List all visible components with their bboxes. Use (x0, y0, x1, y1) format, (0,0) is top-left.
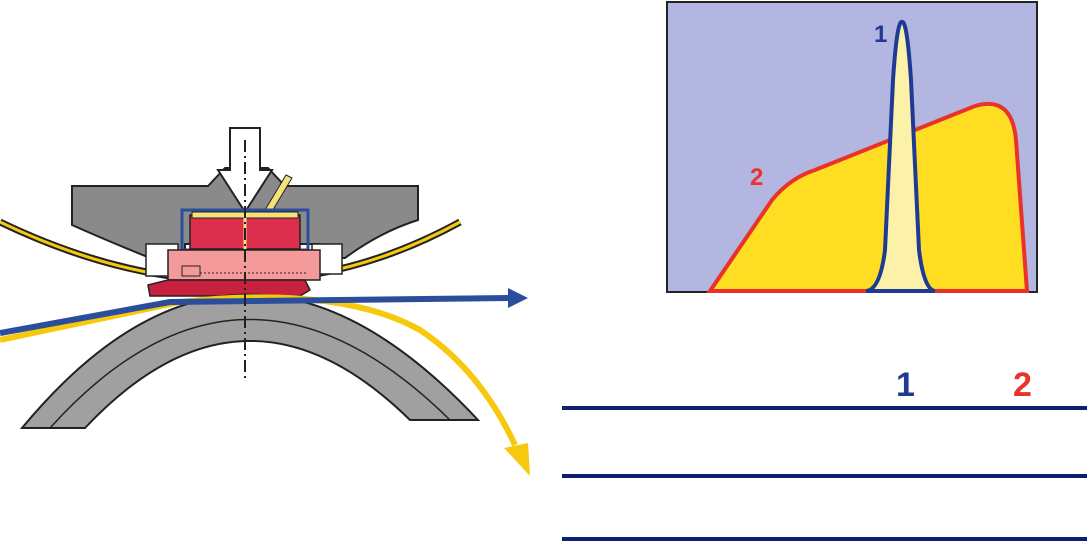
blue-strip (0, 295, 511, 336)
blue-strip-arrow (508, 288, 528, 308)
curve-1 (865, 19, 936, 293)
curve-1-label: 1 (874, 21, 887, 48)
legend-table: 1 2 (562, 366, 1087, 541)
shoe (147, 279, 311, 297)
lower-roll (19, 293, 481, 429)
column-1-header: 1 (896, 366, 915, 404)
press-machine (0, 127, 530, 476)
curve-2-label: 2 (750, 164, 763, 191)
column-2-header: 2 (1013, 366, 1032, 404)
yellow-strip (0, 294, 518, 447)
curve-2 (706, 101, 1030, 293)
profile-chart: 1 2 (666, 1, 1038, 293)
yellow-strip-arrow (504, 443, 530, 476)
